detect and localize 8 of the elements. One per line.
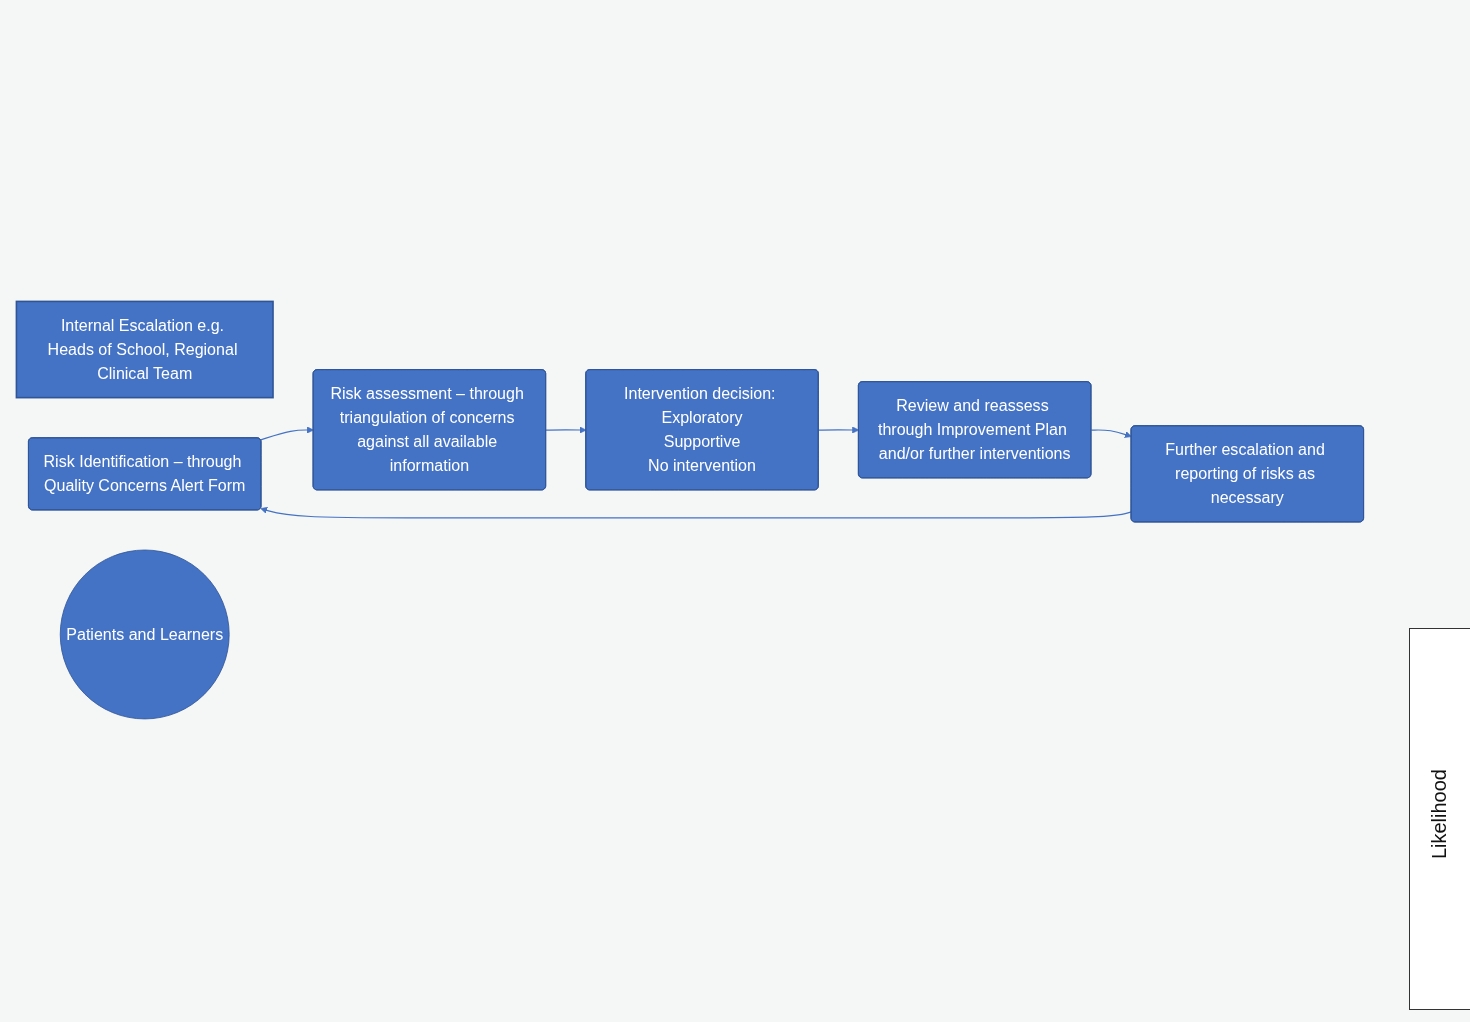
axis-label: Likelihood: [1428, 769, 1451, 860]
arrow: [1090, 429, 1132, 438]
node-circle: Patients and Learners: [59, 549, 230, 720]
arrow: [818, 426, 860, 434]
node-box: Internal Escalation e.g. Heads of School, Regional Clinical Team: [15, 300, 274, 399]
arrow: [260, 506, 1133, 519]
arrow: [545, 426, 587, 434]
arrow: [260, 426, 314, 441]
